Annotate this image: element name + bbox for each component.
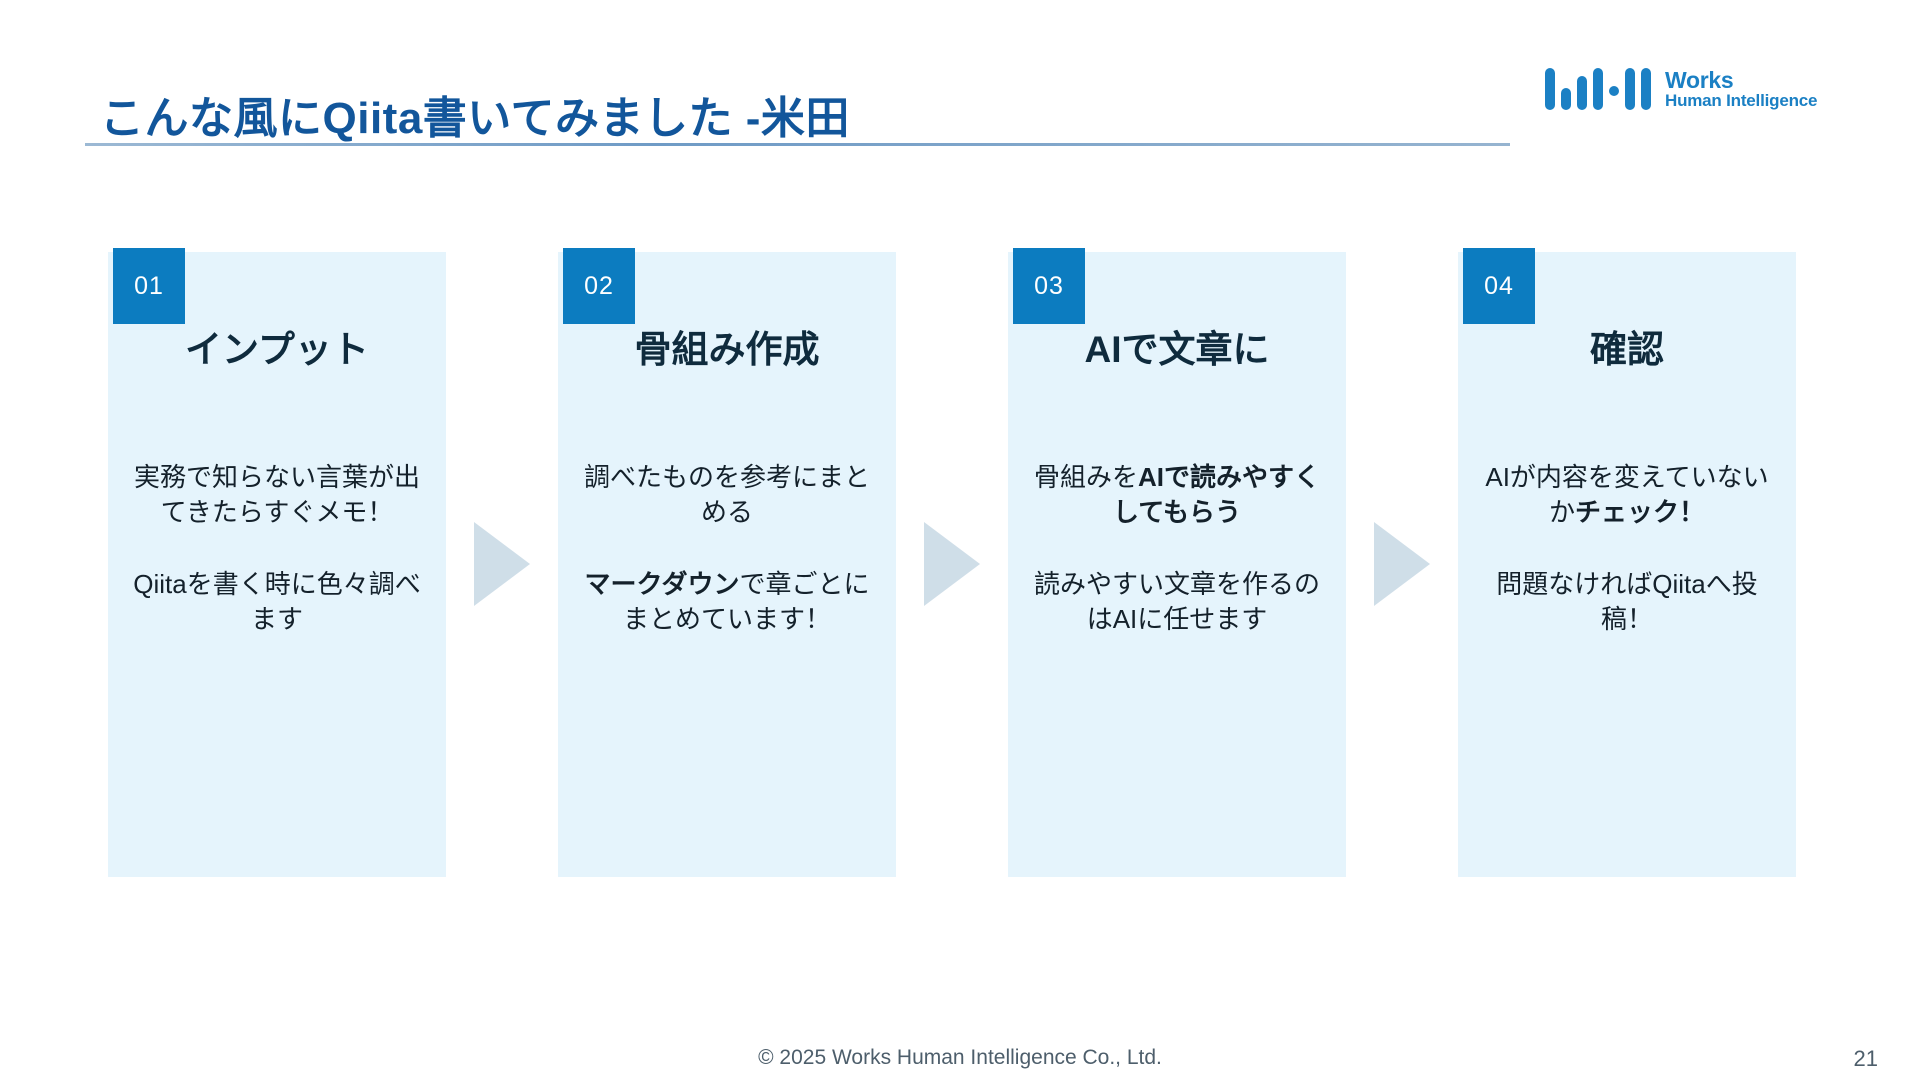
step-title-02: 骨組み作成 [634,329,820,370]
step-title-03: AIで文章に [1084,329,1270,370]
step-body-03: 骨組みをAIで読みやすくしてもらう 読みやすい文章を作るのはAIに任せます [1026,460,1328,636]
step-card-03: 03 AIで文章に 骨組みをAIで読みやすくしてもらう 読みやすい文章を作るのは… [1008,248,1346,877]
logo-bar-5 [1625,68,1635,110]
logo-human-intelligence-text: Human Intelligence [1665,91,1818,111]
step-body-01-spacer [126,529,428,567]
logo-bar-6 [1641,68,1651,110]
works-human-intelligence-logo: Works Human Intelligence [1545,68,1817,110]
step-body-02: 調べたものを参考にまとめる マークダウンで章ごとにまとめています！ [576,460,878,636]
step-body-04-lead: AIが内容を変えていないか [1485,462,1769,527]
step-body-04-para-2: 問題なければQiitaへ投稿！ [1496,569,1758,634]
logo-bar-4 [1593,68,1603,110]
step-arrow-3 [1346,252,1458,877]
step-title-01: インプット [185,329,369,370]
logo-dot [1609,86,1619,96]
logo-wordmark: Works Human Intelligence [1665,66,1818,111]
step-body-03-lead: 骨組みを [1033,462,1138,492]
logo-bar-2 [1561,88,1571,110]
step-body-01-para-1: 実務で知らない言葉が出てきたらすぐメモ！ [133,462,420,527]
step-arrow-1 [446,252,558,877]
step-body-04-para-1: AIが内容を変えていないかチェック！ [1476,460,1778,529]
step-body-03-spacer [1026,529,1328,567]
step-body-03-para-1: 骨組みをAIで読みやすくしてもらう [1026,460,1328,529]
logo-bars-icon [1545,68,1651,110]
step-body-01: 実務で知らない言葉が出てきたらすぐメモ！ Qiitaを書く時に色々調べます [126,460,428,636]
footer-copyright: © 2025 Works Human Intelligence Co., Ltd… [758,1046,1162,1069]
step-body-03-emphasis: AIで読みやすくしてもらう [1113,462,1321,527]
step-card-01: 01 インプット 実務で知らない言葉が出てきたらすぐメモ！ Qiitaを書く時に… [108,248,446,877]
step-arrow-icon [924,522,980,606]
step-card-04: 04 確認 AIが内容を変えていないかチェック！ 問題なければQiitaへ投稿！ [1458,248,1796,877]
page-number: 21 [1853,1046,1878,1071]
step-arrow-icon [474,522,530,606]
step-body-04-emphasis: チェック！ [1575,496,1706,527]
step-body-04: AIが内容を変えていないかチェック！ 問題なければQiitaへ投稿！ [1476,460,1778,636]
logo-bar-3 [1577,76,1587,110]
page-title: こんな風にQiita書いてみました -米田 [100,94,850,143]
step-body-02-emphasis: マークダウン [584,569,740,600]
step-body-01-para-2: Qiitaを書く時に色々調べます [133,569,421,634]
step-number-badge-02: 02 [563,248,635,324]
logo-works-text: Works [1665,66,1734,93]
process-steps-row: 01 インプット 実務で知らない言葉が出てきたらすぐメモ！ Qiitaを書く時に… [108,248,1848,877]
step-title-04: 確認 [1590,329,1664,370]
step-body-02-para-2: マークダウンで章ごとにまとめています！ [576,567,878,636]
step-body-04-spacer [1476,529,1778,567]
step-number-badge-01: 01 [113,248,185,324]
step-card-02: 02 骨組み作成 調べたものを参考にまとめる マークダウンで章ごとにまとめていま… [558,248,896,877]
step-arrow-2 [896,252,1008,877]
step-body-02-spacer [576,529,878,567]
step-body-02-para-1: 調べたものを参考にまとめる [583,462,870,527]
title-underline-rule [85,143,1510,146]
step-arrow-icon [1374,522,1430,606]
step-number-badge-04: 04 [1463,248,1535,324]
step-body-02-rest: で章ごとにまとめています！ [622,569,870,634]
logo-bar-1 [1545,68,1555,110]
step-number-badge-03: 03 [1013,248,1085,324]
step-body-03-para-2: 読みやすい文章を作るのはAIに任せます [1033,569,1320,634]
